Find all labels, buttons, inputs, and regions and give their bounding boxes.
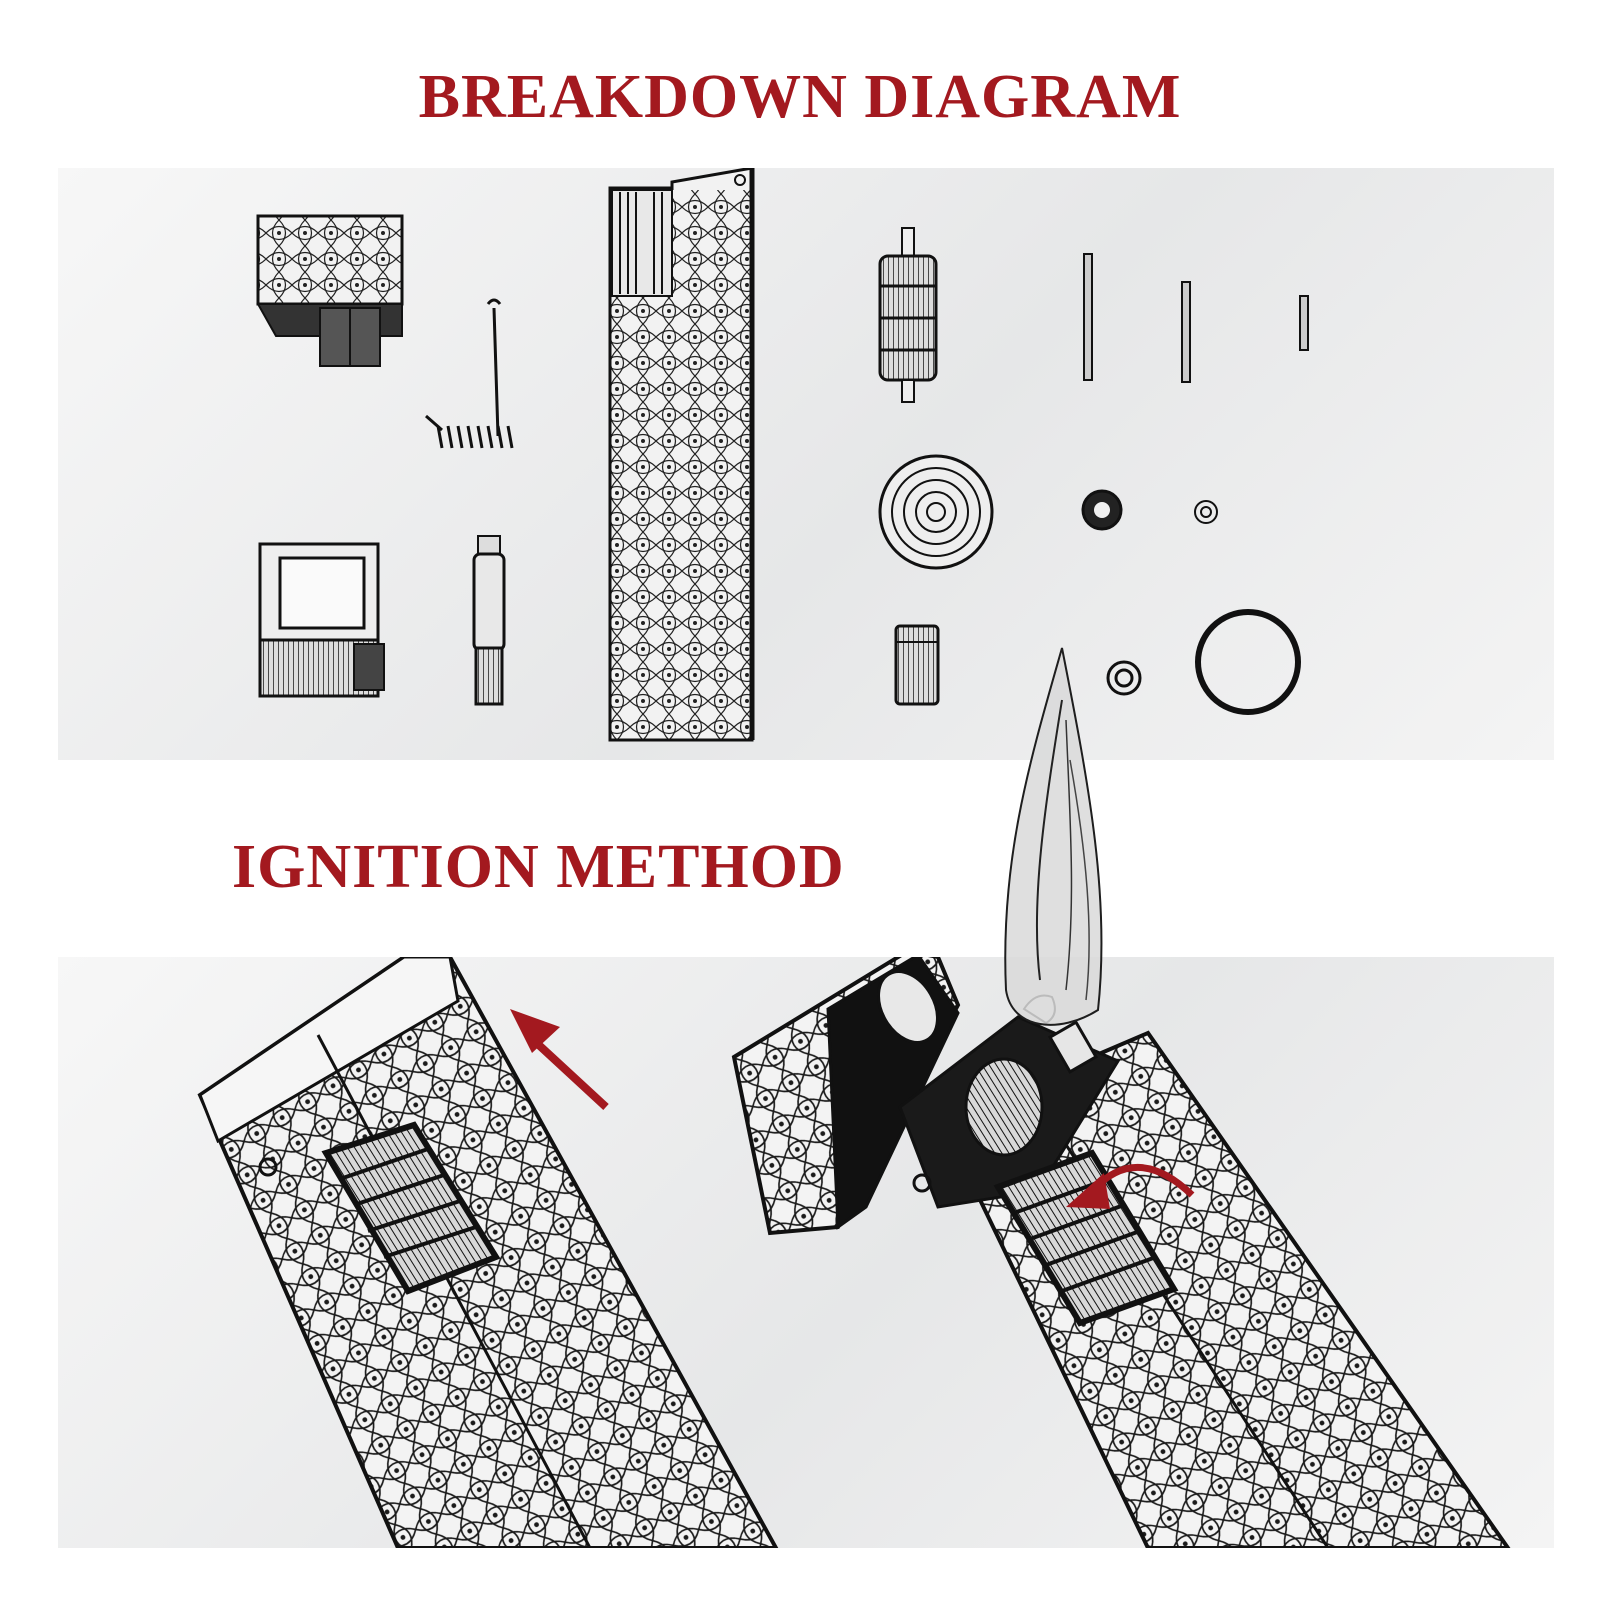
o-ring-part <box>1195 609 1301 715</box>
chimney-cap-part <box>256 214 404 367</box>
closed-lighter-wheel <box>321 1121 501 1295</box>
ignition-illustration <box>197 957 1511 1548</box>
grommet-part <box>1081 489 1123 531</box>
insert-frame-part <box>258 542 385 698</box>
flint-tube-part <box>472 535 506 706</box>
small-washer-part <box>1194 500 1218 524</box>
open-lighter-wheel <box>993 1149 1179 1327</box>
lighter-case-part <box>608 168 755 742</box>
breakdown-illustration <box>256 168 1309 742</box>
breakdown-diagram-title: BREAKDOWN DIAGRAM <box>418 63 1182 131</box>
pin-long-part <box>1083 253 1093 381</box>
wheel-disc-part <box>878 454 994 570</box>
screw-plug-part <box>894 624 940 706</box>
breakdown-panel <box>58 168 1554 760</box>
arrow-up-left-icon <box>510 1009 609 1110</box>
spring-part <box>425 298 514 449</box>
flint-wheel-part <box>878 227 938 403</box>
washer-part <box>1106 660 1142 696</box>
closed-lighter <box>197 957 779 1548</box>
ignition-panel <box>58 957 1554 1548</box>
ignition-method-title: IGNITION METHOD <box>232 833 845 901</box>
pin-medium-part <box>1181 281 1191 383</box>
curved-arrow-icon <box>1066 1164 1195 1209</box>
pin-short-part <box>1299 295 1309 351</box>
